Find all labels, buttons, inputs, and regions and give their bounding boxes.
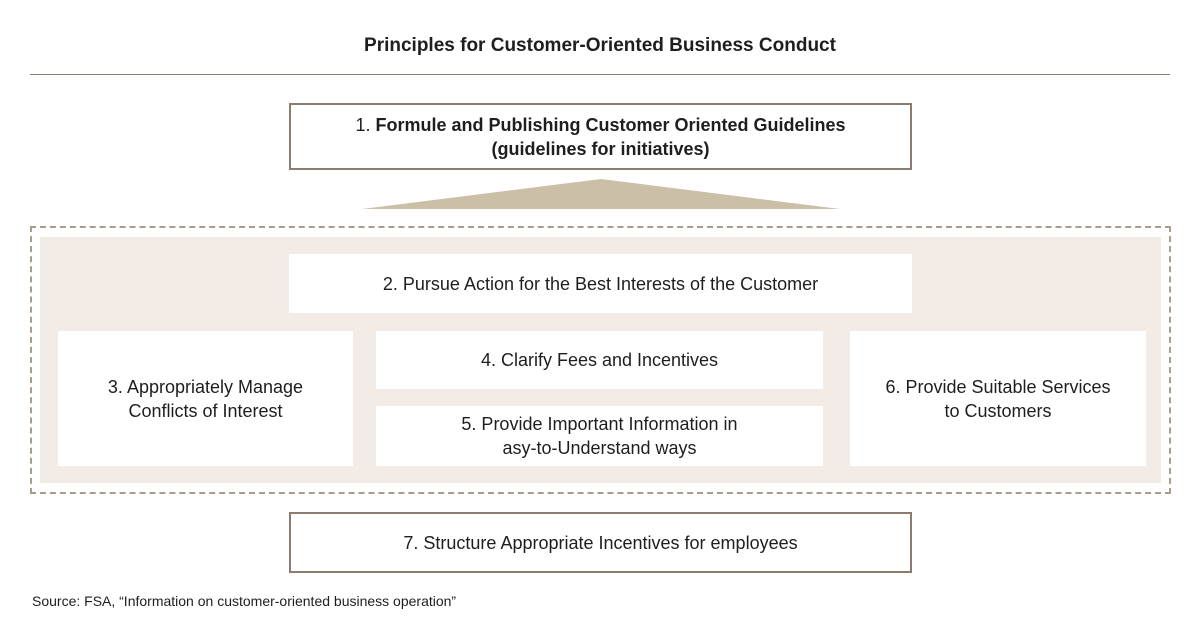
principle-1-line-1: 1. Formule and Publishing Customer Orien… [355, 113, 845, 137]
principle-2-label: 2. Pursue Action for the Best Interests … [382, 273, 819, 294]
principle-6-box: 6. Provide Suitable Services to Customer… [850, 331, 1146, 466]
principle-3-line-2: Conflicts of Interest [128, 400, 283, 421]
principle-6-line-1: 6. Provide Suitable Services [885, 376, 1111, 397]
principle-5-line-1: 5. Provide Important Information in [461, 414, 738, 434]
triangle-connector [362, 179, 840, 209]
principle-5-box: 5. Provide Important Information in asy-… [376, 406, 823, 466]
principle-1-box: 1. Formule and Publishing Customer Orien… [289, 103, 912, 170]
principle-3-line-1: 3. Appropriately Manage [107, 376, 304, 397]
source-note: Source: FSA, “Information on customer-or… [32, 593, 457, 609]
principle-3-box: 3. Appropriately Manage Conflicts of Int… [58, 331, 353, 466]
principles-group-outline [30, 226, 1171, 494]
triangle-shape [362, 179, 840, 209]
principle-4-box: 4. Clarify Fees and Incentives [376, 331, 823, 389]
principle-5-line-2: asy-to-Understand ways [502, 438, 697, 458]
principle-2-box: 2. Pursue Action for the Best Interests … [289, 254, 912, 313]
principle-1-subtitle: (guidelines for initiatives) [491, 138, 710, 159]
principle-4-label: 4. Clarify Fees and Incentives [480, 350, 719, 370]
principle-7-label: 7. Structure Appropriate Incentives for … [403, 532, 798, 553]
principle-6-line-2: to Customers [944, 400, 1052, 421]
title-divider [30, 74, 1170, 75]
principle-1-number: 1. [355, 114, 371, 135]
principle-1-title: Formule and Publishing Customer Oriented… [375, 114, 846, 135]
principle-7-box: 7. Structure Appropriate Incentives for … [289, 512, 912, 573]
diagram-title: Principles for Customer-Oriented Busines… [364, 35, 836, 56]
